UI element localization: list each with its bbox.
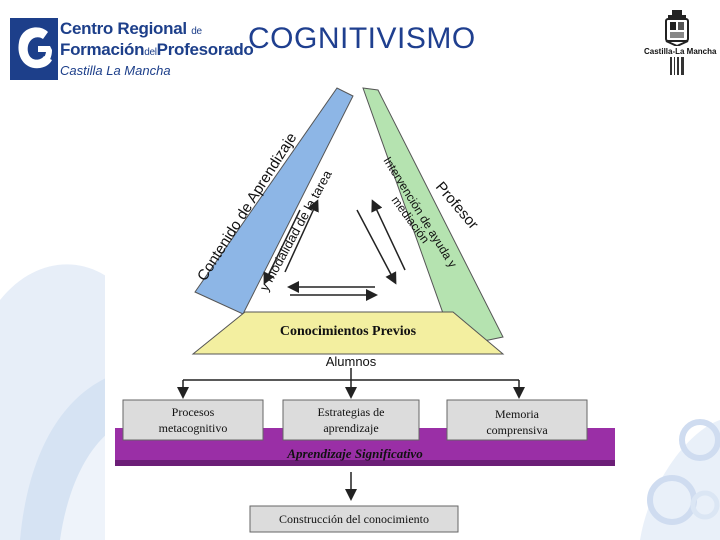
purple-band-shadow <box>115 460 615 466</box>
cefp-logo-mark-icon <box>10 18 58 80</box>
jccm-logo: Castilla-La Mancha <box>644 10 717 92</box>
students-label: Alumnos <box>326 354 377 369</box>
logo-line-3: Castilla La Mancha <box>60 63 171 78</box>
arrow-left-up <box>284 199 319 273</box>
arrow-left-down <box>263 209 301 285</box>
cefp-logo-text: Centro Regional de FormacióndelProfesora… <box>60 20 254 80</box>
box-learning-strategies: Estrategias de aprendizaje <box>282 399 420 441</box>
learning-diagram: Contenido de Aprendizaje y modalidad de … <box>105 82 619 540</box>
arrow-right-up <box>371 199 406 271</box>
box-metacognitive: Procesos metacognitivo <box>122 399 264 441</box>
diagram-panel <box>105 82 619 540</box>
base-triangle-side <box>191 311 505 355</box>
left-triangle-side <box>194 87 354 315</box>
cefp-logo: Centro Regional de FormacióndelProfesora… <box>10 14 254 84</box>
box-left-line-1: Procesos <box>172 405 215 419</box>
box-middle-line-2: aprendizaje <box>323 421 378 435</box>
band-text: Aprendizaje Significativo <box>286 446 423 461</box>
logo-line-1: Centro Regional de <box>60 19 202 38</box>
jccm-crest-icon <box>665 10 689 46</box>
bottom-box-text: Construcción del conocimiento <box>279 512 429 526</box>
arrow-right-down <box>356 209 397 285</box>
box-middle-line-1: Estrategias de <box>318 405 385 419</box>
base-text: Conocimientos Previos <box>280 324 417 339</box>
box-right-line-2: comprensiva <box>486 423 548 437</box>
box-comprehensive-memory: Memoria comprensiva <box>446 399 588 441</box>
jccm-caption: Castilla-La Mancha <box>644 47 717 56</box>
right-triangle-side <box>362 87 504 348</box>
page-title: COGNITIVISMO <box>248 22 476 55</box>
jccm-barcode-icon <box>669 56 685 76</box>
box-left-line-2: metacognitivo <box>159 421 228 435</box>
box-knowledge-construction: Construcción del conocimiento <box>249 505 459 533</box>
box-right-line-1: Memoria <box>495 407 540 421</box>
logo-line-2: FormacióndelProfesorado <box>60 40 254 59</box>
